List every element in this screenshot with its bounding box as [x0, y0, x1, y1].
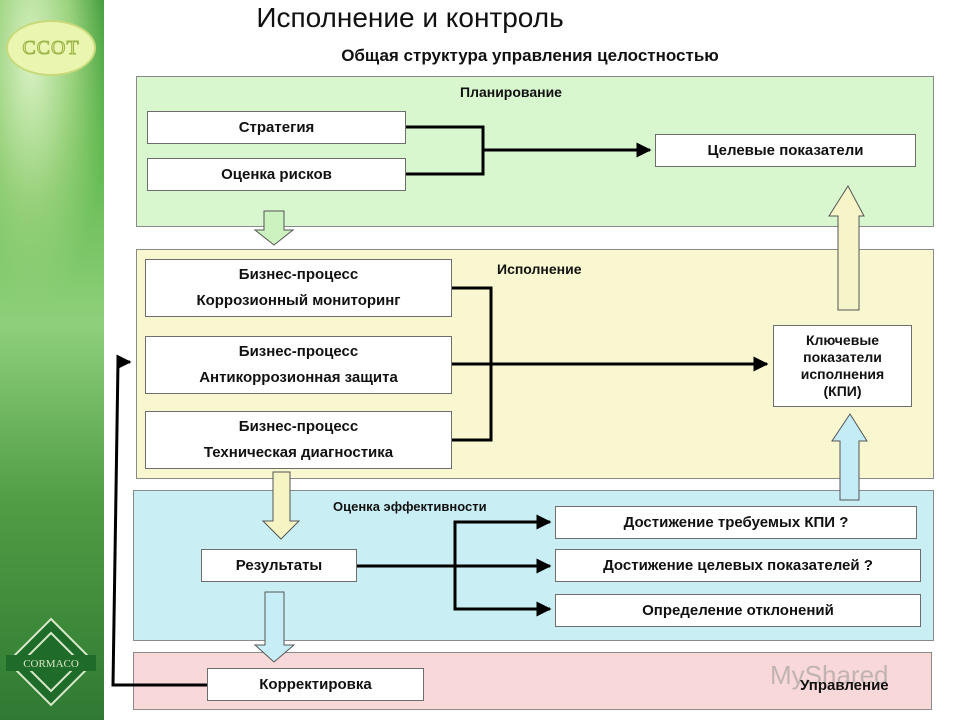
box-target-achievement: Достижение целевых показателей ? [555, 549, 921, 582]
box-risk-assessment: Оценка рисков [147, 158, 406, 191]
box-kpi-achievement: Достижение требуемых КПИ ? [555, 506, 917, 539]
box-results: Результаты [201, 549, 357, 582]
box-kpi: Ключевые показатели исполнения (КПИ) [773, 325, 912, 407]
bp-corrosion-monitoring-line2: Коррозионный мониторинг [196, 292, 401, 309]
box-deviation-detection: Определение отклонений [555, 594, 921, 627]
bp-corrosion-protection-line2: Антикоррозионная защита [199, 369, 398, 386]
box-correction: Корректировка [207, 668, 424, 701]
ccot-logo: CCOT [6, 20, 96, 76]
bp-technical-diagnostics-line2: Техническая диагностика [203, 444, 394, 461]
bp-technical-diagnostics-line1: Бизнес-процесс [238, 418, 359, 435]
watermark: MyShared [770, 660, 889, 690]
page-title: Исполнение и контроль [256, 2, 564, 33]
bp-corrosion-monitoring-line1: Бизнес-процесс [238, 266, 359, 283]
box-bp-technical-diagnostics: Бизнес-процесс Техническая диагностика [145, 411, 452, 469]
cormaco-logo-text: CORMACO [23, 658, 79, 670]
box-bp-corrosion-protection: Бизнес-процесс Антикоррозионная защита [145, 336, 452, 394]
section-label-management: Управление [800, 677, 889, 694]
box-bp-corrosion-monitoring: Бизнес-процесс Коррозионный мониторинг [145, 259, 452, 317]
cormaco-logo: CORMACO [6, 617, 96, 707]
ccot-logo-text: CCOT [22, 36, 80, 59]
box-strategy: Стратегия [147, 111, 406, 144]
section-label-evaluation: Оценка эффективности [333, 499, 487, 514]
box-target-indicators: Целевые показатели [655, 134, 916, 167]
bp-corrosion-protection-line1: Бизнес-процесс [238, 343, 359, 360]
decorative-sidebar: CCOT CORMACO [0, 0, 104, 720]
section-label-execution: Исполнение [497, 261, 582, 277]
page-subtitle: Общая структура управления целостностью [341, 46, 719, 65]
section-label-planning: Планирование [460, 84, 562, 100]
